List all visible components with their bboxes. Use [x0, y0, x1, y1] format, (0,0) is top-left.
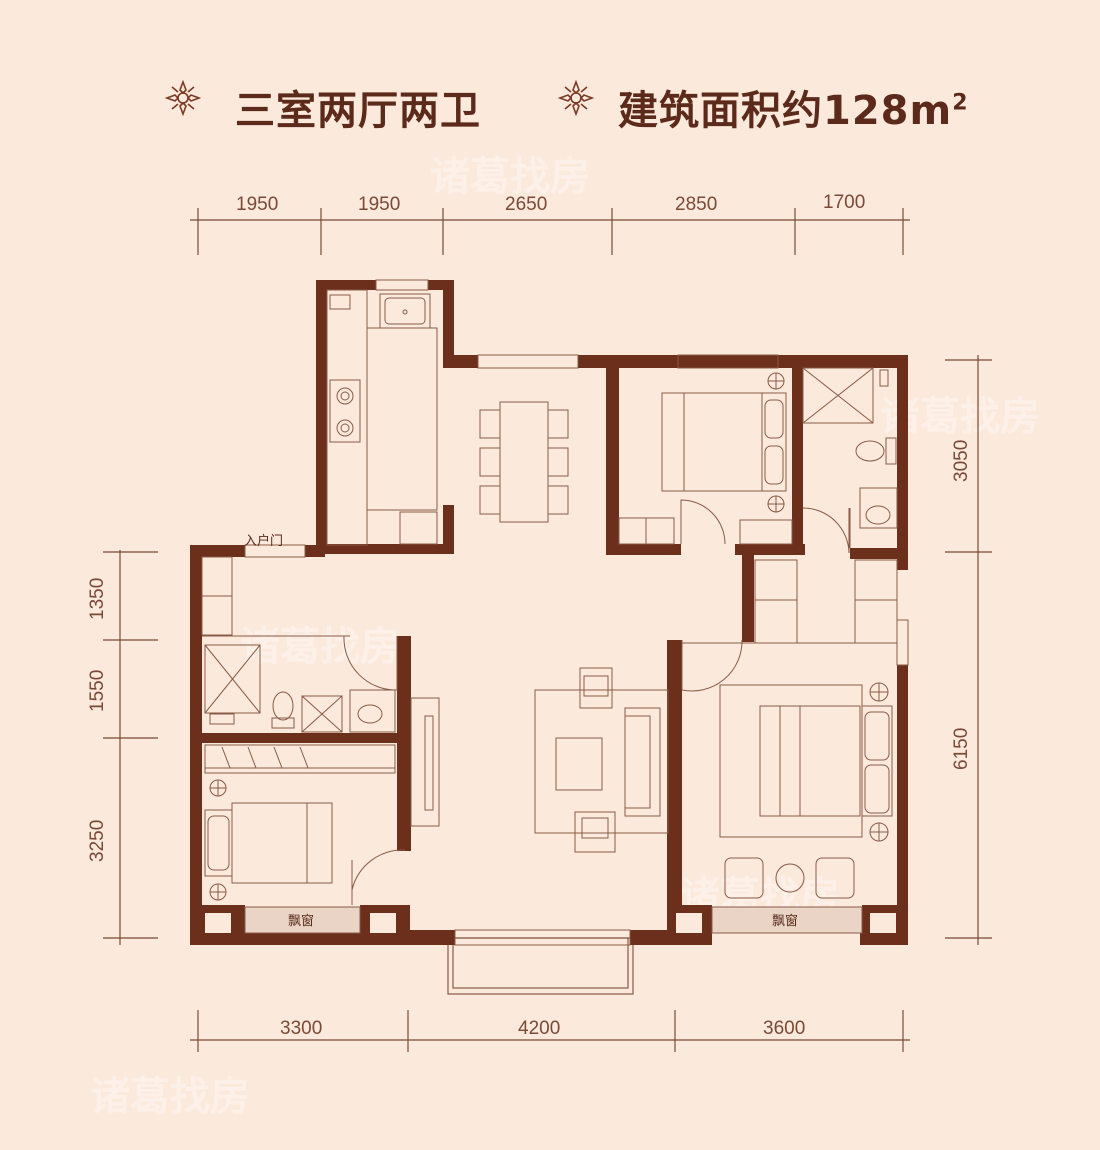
furniture — [201, 289, 898, 905]
pillar-inner — [205, 913, 896, 933]
area-title: 建筑面积约128m2 — [618, 78, 969, 136]
dim-bottom-3: 3600 — [763, 1018, 805, 1039]
bay-window-right-label: 飘窗 — [772, 913, 798, 929]
ornament-icon — [165, 80, 201, 116]
dim-left-1: 1350 — [87, 578, 108, 620]
bay-windows: 飘窗 飘窗 — [244, 906, 863, 934]
area-title-text: 建筑面积约128m — [618, 88, 953, 134]
dim-top-5: 1700 — [823, 192, 865, 213]
ornament-icon — [558, 80, 594, 116]
bay-window-left-label: 飘窗 — [288, 913, 314, 929]
watermark-text: 诸葛找房 — [90, 1074, 250, 1120]
area-title-sup: 2 — [952, 90, 969, 116]
dim-bottom-2: 4200 — [518, 1018, 560, 1039]
dim-top-4: 2850 — [675, 194, 717, 215]
dim-left-3: 3250 — [87, 820, 108, 862]
dim-top-3: 2650 — [505, 194, 547, 215]
balcony — [447, 937, 634, 995]
entrance-label: 入户门 — [244, 533, 283, 549]
layout-title: 三室两厅两卫 — [235, 88, 481, 134]
windows — [244, 279, 909, 946]
dim-left-2: 1550 — [87, 670, 108, 712]
dim-top-2: 1950 — [358, 194, 400, 215]
watermark-text: 诸葛找房 — [430, 154, 590, 200]
watermark-text: 诸葛找房 — [240, 624, 400, 670]
walls — [190, 280, 908, 945]
dimension-lines — [103, 208, 992, 1052]
dim-top-1: 1950 — [236, 194, 278, 215]
dim-right-2: 6150 — [951, 728, 972, 770]
dimension-labels: 1950 1950 2650 2850 1700 3300 4200 3600 … — [87, 192, 972, 1039]
dim-right-1: 3050 — [951, 440, 972, 482]
dim-bottom-1: 3300 — [280, 1018, 322, 1039]
